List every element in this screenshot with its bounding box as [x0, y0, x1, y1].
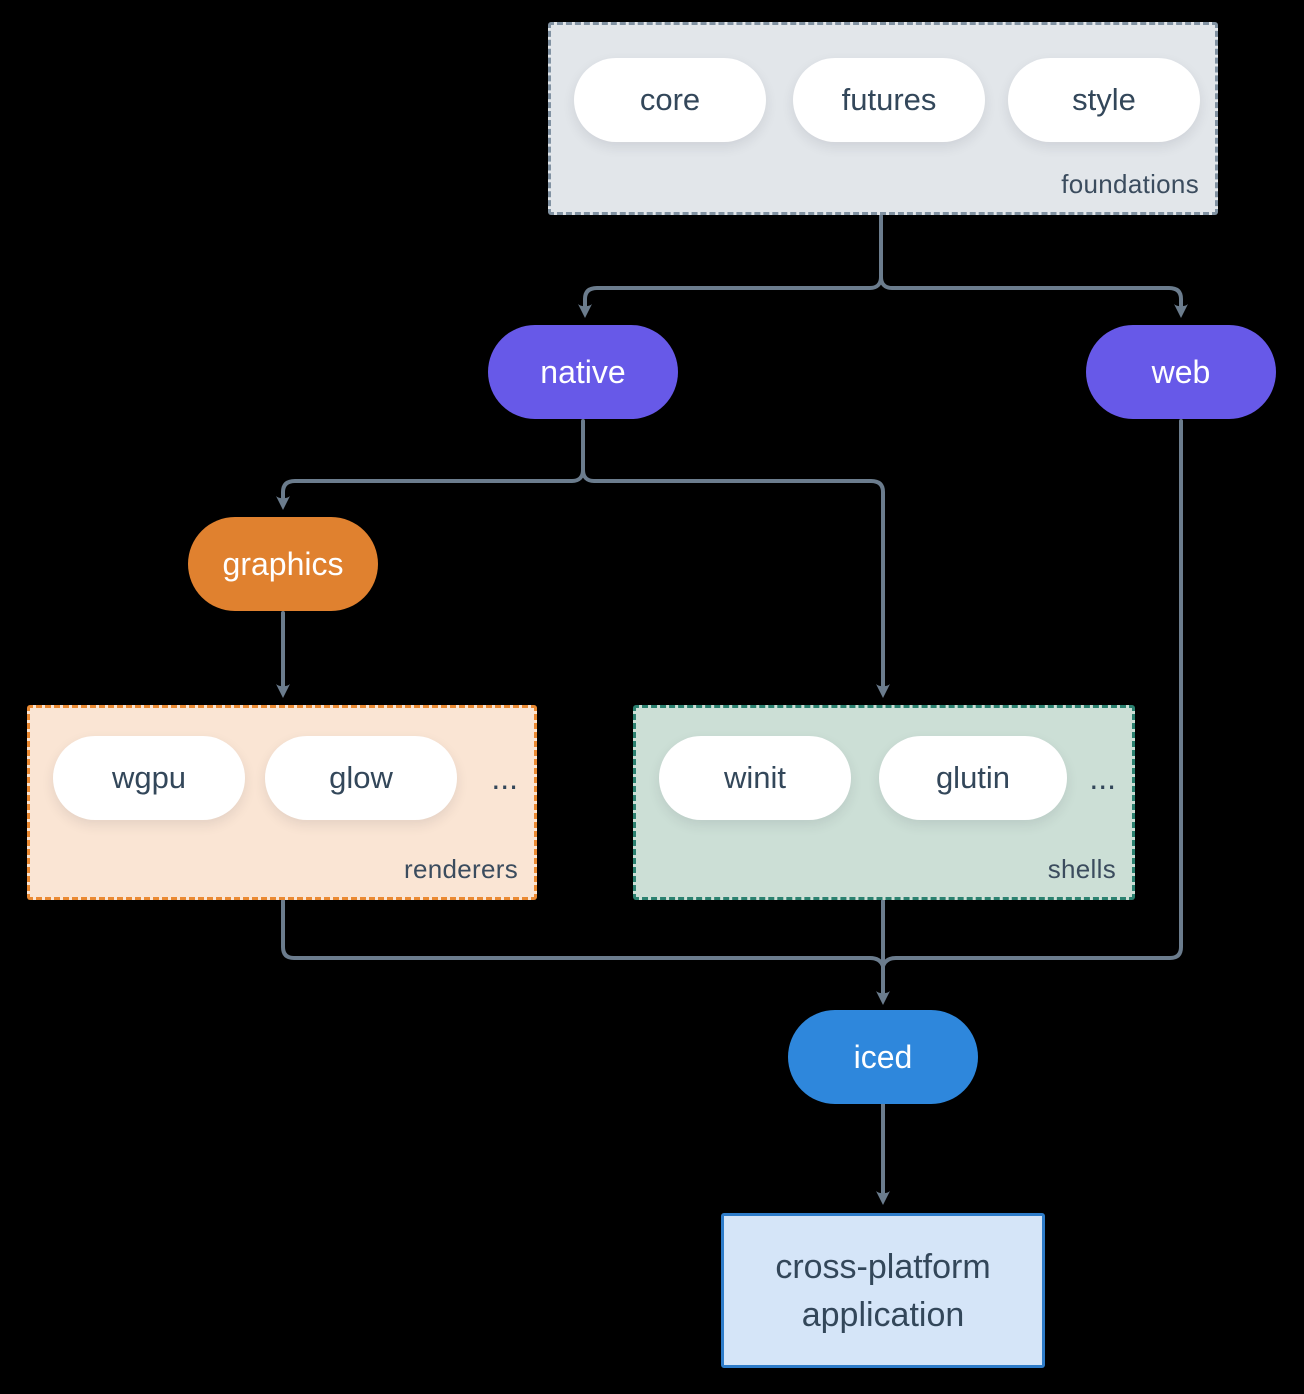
shells-ellipsis: ... — [1089, 759, 1116, 796]
node-graphics-label: graphics — [222, 545, 344, 582]
node-graphics: graphics — [188, 517, 378, 611]
node-glow-label: glow — [329, 760, 393, 795]
node-web-label: web — [1151, 353, 1211, 390]
connector-native-shells — [581, 468, 890, 698]
node-iced-label: iced — [853, 1038, 913, 1075]
connector-web-iced — [881, 419, 1183, 968]
node-glutin: glutin — [879, 736, 1067, 820]
foundations-group: core futures style foundations — [548, 22, 1218, 215]
connector-renderers-iced — [281, 899, 885, 968]
node-futures: futures — [793, 58, 985, 142]
connector-foundations-web — [879, 275, 1188, 318]
node-iced: iced — [788, 1010, 978, 1104]
node-web: web — [1086, 325, 1276, 419]
shells-group-label: shells — [1047, 854, 1116, 884]
node-style: style — [1008, 58, 1200, 142]
node-native-label: native — [540, 353, 626, 390]
node-core: core — [574, 58, 766, 142]
renderers-group-label: renderers — [404, 854, 518, 884]
connector-native-graphics — [276, 419, 585, 510]
node-wgpu-label: wgpu — [111, 760, 187, 795]
foundations-group-label: foundations — [1061, 169, 1199, 199]
shells-group: winit glutin ... shells — [633, 705, 1135, 900]
renderers-group: wgpu glow ... renderers — [27, 705, 537, 900]
renderers-ellipsis: ... — [491, 759, 518, 796]
node-wgpu: wgpu — [53, 736, 245, 820]
node-cross-platform-application: cross-platform application — [721, 1213, 1045, 1368]
connector-foundations-native — [578, 214, 883, 318]
node-futures-label: futures — [841, 82, 937, 117]
node-glutin-label: glutin — [935, 760, 1011, 795]
node-glow: glow — [265, 736, 457, 820]
node-core-label: core — [639, 82, 701, 117]
node-style-label: style — [1072, 82, 1136, 117]
node-winit: winit — [659, 736, 851, 820]
node-winit-label: winit — [723, 760, 786, 795]
node-native: native — [488, 325, 678, 419]
node-cross-platform-application-label: cross-platform application — [775, 1247, 991, 1334]
